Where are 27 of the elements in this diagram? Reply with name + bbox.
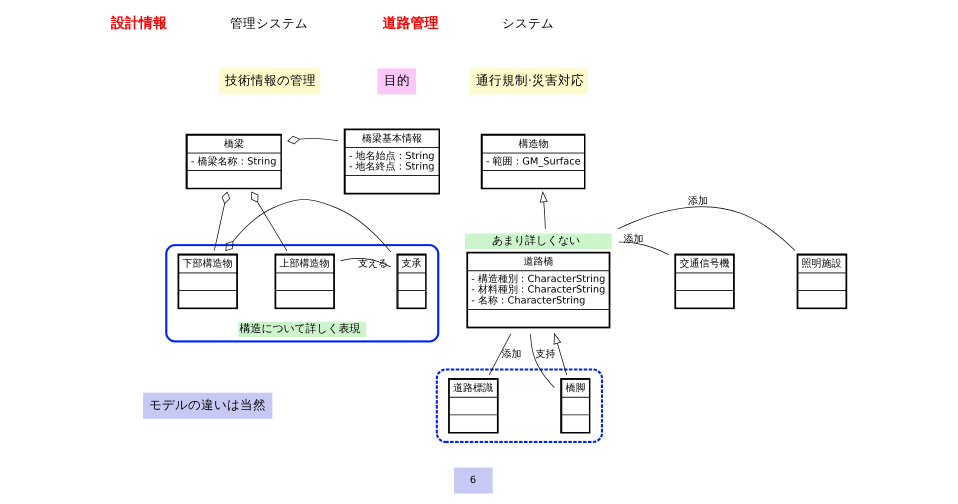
connector [287, 135, 338, 144]
connector [214, 190, 230, 251]
arrow [540, 190, 548, 229]
label: モデルの違いは当然 [149, 396, 266, 412]
edge-label: 添加 [688, 196, 708, 207]
label: 道路管理 [382, 14, 439, 31]
node-label: 構造について詳しく表現 [240, 322, 361, 335]
edge-label: 支持 [535, 348, 556, 360]
edge-label: 添加 [502, 348, 522, 360]
label: システム [502, 15, 554, 30]
edge-label: 添加 [624, 234, 644, 245]
arrow [554, 332, 568, 375]
cluster [165, 244, 440, 342]
cluster [436, 368, 604, 442]
label: 技術情報の管理 [224, 72, 316, 87]
label: 目的 [384, 72, 410, 87]
label: 6 [470, 474, 476, 486]
label: 設計情報 [110, 14, 167, 31]
connector [618, 206, 796, 250]
connector [225, 198, 392, 252]
connector [250, 191, 288, 251]
node-label: あまり詳しくない [492, 233, 580, 246]
label: 管理システム [230, 15, 308, 30]
connector [618, 241, 670, 255]
connector [488, 332, 512, 375]
connector [530, 332, 555, 388]
label: 通行規制·災害対応 [476, 72, 584, 87]
